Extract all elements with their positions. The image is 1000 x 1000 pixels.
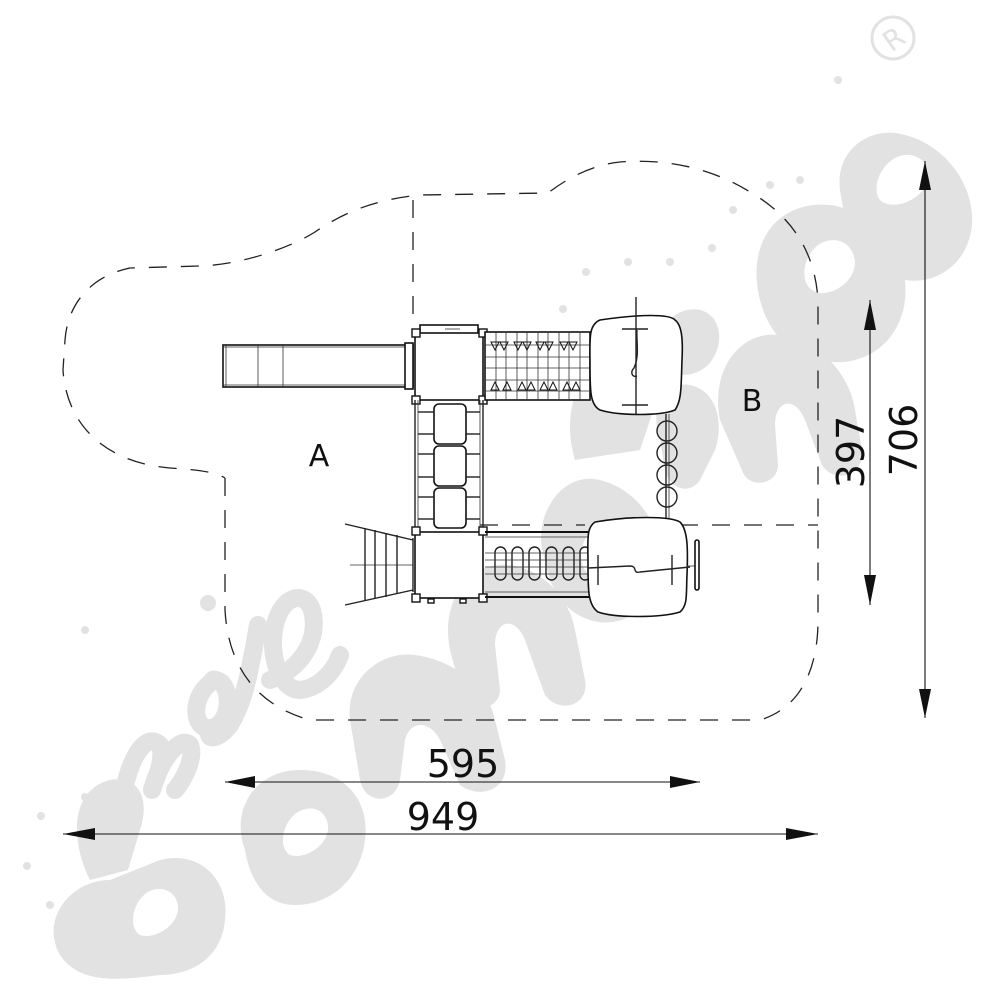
net-bridge-top <box>484 331 591 401</box>
dimension-total-width: 949 <box>63 795 818 840</box>
svg-text:706: 706 <box>882 404 926 477</box>
ring-connector <box>656 414 678 520</box>
slide <box>222 342 414 390</box>
platform-top-right <box>589 297 684 416</box>
registered-mark-icon: R <box>870 15 916 61</box>
dimension-inner-height: 397 <box>829 300 876 605</box>
platform-bottom-right <box>587 516 691 618</box>
equipment <box>222 297 700 618</box>
zone-label-a: A <box>309 439 330 474</box>
dimension-total-height: 706 <box>882 161 931 718</box>
zone-label-b: B <box>742 384 763 419</box>
watermark-text-bambino <box>53 132 973 979</box>
tower-top <box>411 324 488 405</box>
svg-text:949: 949 <box>407 795 480 839</box>
rope-net-ladder <box>344 523 414 606</box>
watermark-dots <box>23 76 842 909</box>
svg-text:595: 595 <box>427 742 500 786</box>
dimension-inner-width: 595 <box>225 742 700 788</box>
steering-handle <box>687 539 700 591</box>
loop-bridge-bottom <box>485 531 591 598</box>
watermark-text-moje <box>116 589 349 799</box>
safety-zone-outline <box>62 160 819 721</box>
svg-text:397: 397 <box>829 416 873 489</box>
climbing-bridge-vertical <box>414 400 484 530</box>
tower-bottom <box>411 526 488 604</box>
